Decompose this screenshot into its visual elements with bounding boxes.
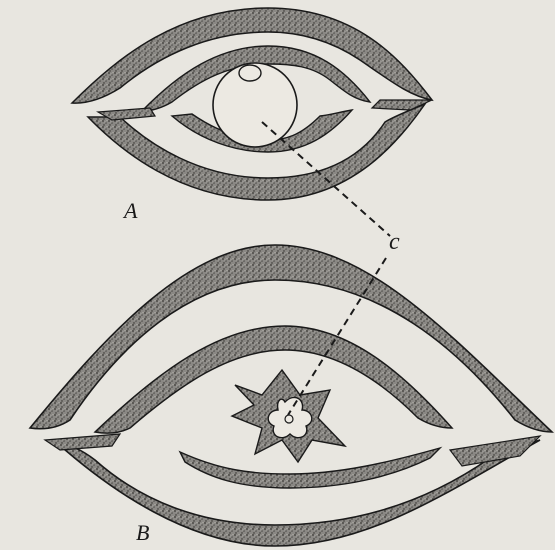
section-b-central-dot xyxy=(285,415,293,423)
section-a-small-bud xyxy=(239,65,261,81)
figure-label-a: A xyxy=(124,200,137,222)
figure-label-b: B xyxy=(136,522,149,544)
section-b-left-lip xyxy=(45,434,120,450)
section-a xyxy=(72,8,432,200)
section-b xyxy=(30,245,552,546)
section-b-inner-lower-layer xyxy=(180,448,440,488)
figure-label-c: c xyxy=(389,230,400,254)
